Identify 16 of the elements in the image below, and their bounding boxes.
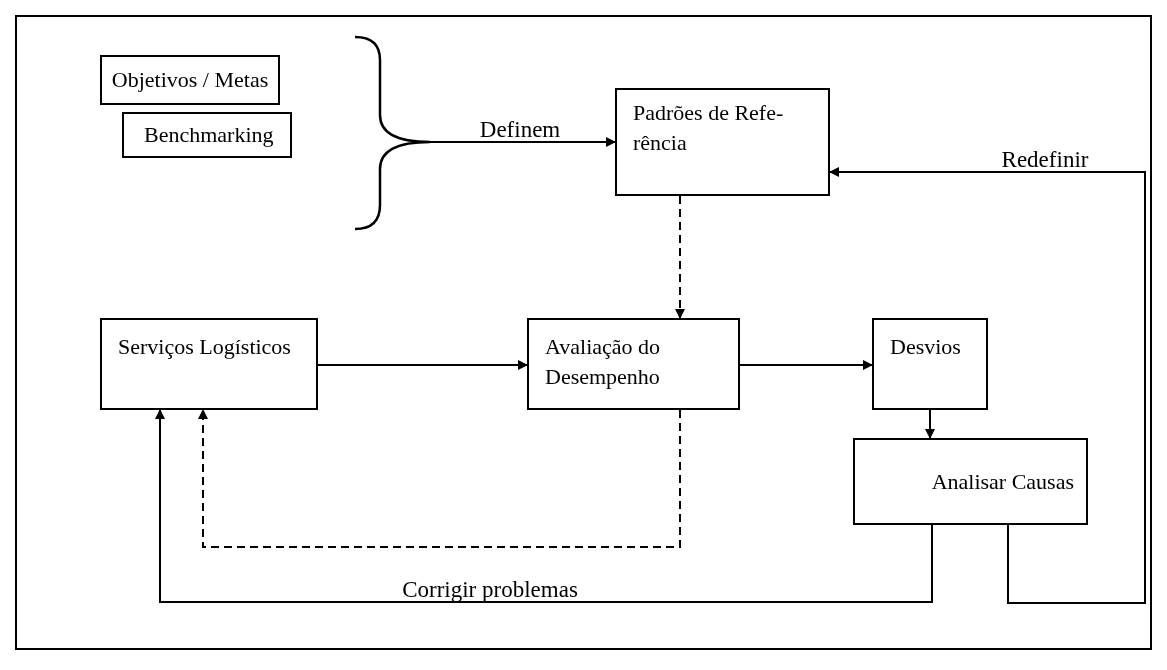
- process-box: Benchmarking: [122, 112, 292, 158]
- arrow: [155, 409, 933, 603]
- curly-brace: [355, 35, 430, 231]
- process-box: Analisar Causas: [853, 438, 1088, 525]
- process-box: Serviços Logísticos: [100, 318, 318, 410]
- arrow: [675, 195, 685, 319]
- arrow: [198, 409, 681, 548]
- arrow: [829, 167, 1146, 604]
- arrow: [317, 360, 528, 370]
- arrow: [739, 360, 873, 370]
- arrow: [925, 409, 935, 439]
- process-box: Avaliação do Desempenho: [527, 318, 740, 410]
- process-box: Desvios: [872, 318, 988, 410]
- process-box: Padrões de Refe- rência: [615, 88, 830, 196]
- process-box: Objetivos / Metas: [100, 55, 280, 105]
- arrow: [429, 137, 616, 147]
